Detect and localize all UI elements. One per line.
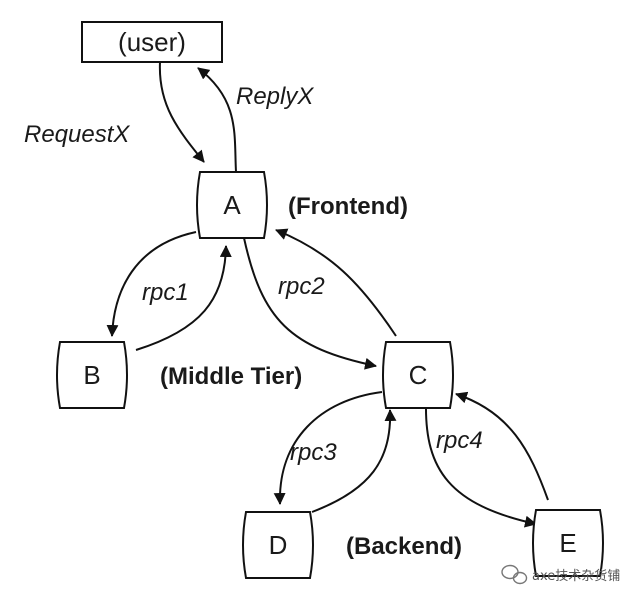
rpc4-reply-arrow: [455, 391, 549, 501]
node-d-label: D: [269, 530, 288, 560]
rpc4-label: rpc4: [436, 427, 483, 454]
rpc2-reply-arrow: [275, 228, 397, 337]
rpc3-label: rpc3: [290, 439, 337, 466]
backend-tier-label: (Backend): [346, 533, 462, 560]
request-arrow: [158, 61, 205, 163]
user-label: (user): [118, 27, 186, 57]
reply-arrow: [197, 67, 237, 173]
node-c: C: [382, 341, 454, 409]
node-c-label: C: [409, 360, 428, 390]
rpc1-label: rpc1: [142, 279, 189, 306]
request-label: RequestX: [24, 121, 130, 148]
rpc3-request-arrow: [273, 391, 383, 505]
chat-bubble-icon: [501, 564, 528, 585]
node-b: B: [56, 341, 128, 409]
rpc4-request-arrow: [424, 403, 537, 528]
watermark: axe技术杂货铺: [501, 564, 620, 585]
rpc1-request-arrow: [106, 231, 197, 337]
node-a: A: [196, 171, 268, 239]
rpc1-reply-arrow: [135, 245, 232, 351]
node-e-label: E: [559, 528, 576, 558]
node-e: E: [532, 509, 604, 577]
rpc3-reply-arrow: [311, 409, 397, 513]
user-node: (user): [81, 21, 223, 63]
reply-label: ReplyX: [236, 83, 314, 110]
watermark-text: axe技术杂货铺: [532, 568, 620, 584]
rpc2-request-arrow: [243, 237, 377, 370]
node-b-label: B: [83, 360, 100, 390]
rpc2-label: rpc2: [278, 273, 325, 300]
node-d: D: [242, 511, 314, 579]
node-a-label: A: [223, 190, 241, 220]
middle-tier-label: (Middle Tier): [160, 363, 302, 390]
frontend-tier-label: (Frontend): [288, 193, 408, 220]
